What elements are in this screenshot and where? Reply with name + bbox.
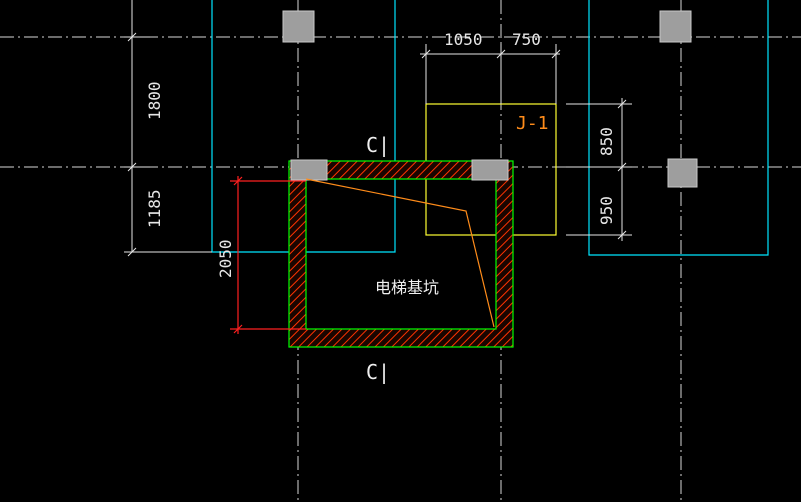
column-pit-right <box>471 159 509 181</box>
dim-left-upper-text: 1800 <box>145 81 164 120</box>
dim-top-tick-right <box>551 49 561 59</box>
elevator-pit-walls <box>288 160 514 348</box>
dimension-right <box>566 98 632 241</box>
column-pit-left <box>290 159 328 181</box>
column-top-right <box>659 10 692 43</box>
dim-right-tick-bottom <box>617 230 627 240</box>
dimension-left <box>124 0 212 257</box>
dim-left-tick-mid <box>127 162 137 172</box>
columns <box>282 10 698 188</box>
dim-top-tick-mid <box>496 49 506 59</box>
dim-right-tick-mid <box>617 162 627 172</box>
dimension-top <box>420 44 561 104</box>
beam-outline-right <box>588 0 769 256</box>
dim-top-left-text: 1050 <box>444 30 483 49</box>
dim-right-lower-text: 950 <box>597 196 616 225</box>
dim-left-tick-top <box>127 32 137 42</box>
dim-left-lower-text: 1185 <box>145 189 164 228</box>
dim-pit-height-text: 2050 <box>216 239 235 278</box>
section-mark-top: C| <box>366 133 390 157</box>
pit-wall-hatch <box>289 161 513 347</box>
dim-right-tick-top <box>617 99 627 109</box>
pit-label: 电梯基坑 <box>375 278 439 297</box>
dimension-pit-height <box>230 176 306 334</box>
dim-top-tick-left <box>421 49 431 59</box>
dim-pit-tick-top <box>233 176 243 186</box>
dim-top-right-text: 750 <box>512 30 541 49</box>
pit-wall-inner-outline <box>305 178 497 330</box>
footing-j1-label: J-1 <box>516 113 549 134</box>
column-right-middle <box>667 158 698 188</box>
dim-pit-tick-bottom <box>233 324 243 334</box>
dim-right-upper-text: 850 <box>597 127 616 156</box>
dim-left-tick-bottom <box>127 247 137 257</box>
pit-wall-outer-outline <box>288 160 514 348</box>
section-mark-bottom: C| <box>366 360 390 384</box>
column-top-left <box>282 10 315 43</box>
leader-line-orange <box>305 178 495 328</box>
